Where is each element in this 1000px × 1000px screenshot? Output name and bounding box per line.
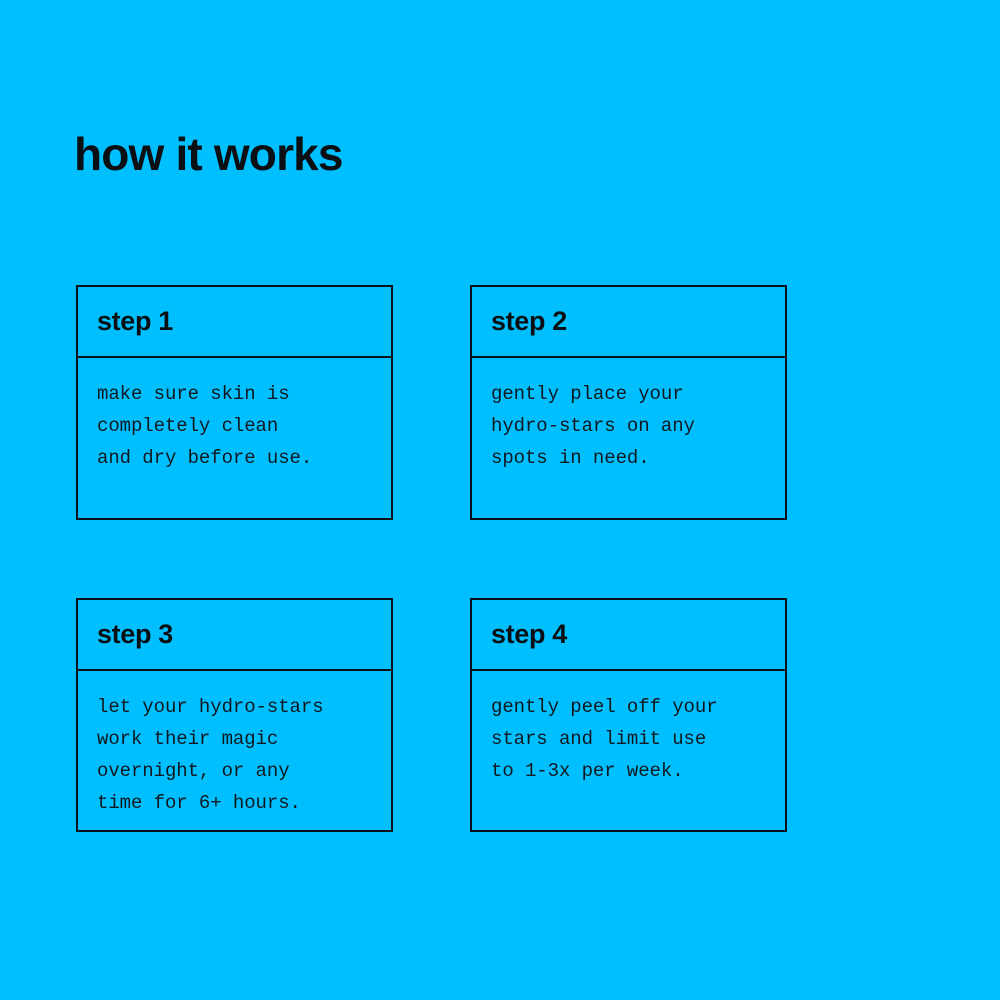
step-card-4-body: gently peel off your stars and limit use… xyxy=(472,671,785,830)
page-title: how it works xyxy=(74,127,343,180)
step-card-1-header: step 1 xyxy=(78,287,391,358)
step-card-1: step 1 make sure skin is completely clea… xyxy=(76,285,393,520)
step-card-4-header: step 4 xyxy=(472,600,785,671)
step-card-1-body: make sure skin is completely clean and d… xyxy=(78,358,391,518)
step-card-3-body: let your hydro-stars work their magic ov… xyxy=(78,671,391,830)
step-card-4: step 4 gently peel off your stars and li… xyxy=(470,598,787,832)
step-card-1-label: step 1 xyxy=(97,306,173,336)
step-card-2: step 2 gently place your hydro-stars on … xyxy=(470,285,787,520)
step-card-2-header: step 2 xyxy=(472,287,785,358)
step-card-1-text: make sure skin is completely clean and d… xyxy=(97,383,313,469)
step-card-4-label: step 4 xyxy=(491,619,567,649)
step-card-2-text: gently place your hydro-stars on any spo… xyxy=(491,383,695,469)
step-card-3-header: step 3 xyxy=(78,600,391,671)
steps-grid: step 1 make sure skin is completely clea… xyxy=(76,285,787,832)
step-card-2-label: step 2 xyxy=(491,306,567,336)
step-card-3-label: step 3 xyxy=(97,619,173,649)
step-card-3-text: let your hydro-stars work their magic ov… xyxy=(97,696,324,814)
step-card-3: step 3 let your hydro-stars work their m… xyxy=(76,598,393,832)
step-card-2-body: gently place your hydro-stars on any spo… xyxy=(472,358,785,518)
step-card-4-text: gently peel off your stars and limit use… xyxy=(491,696,718,782)
